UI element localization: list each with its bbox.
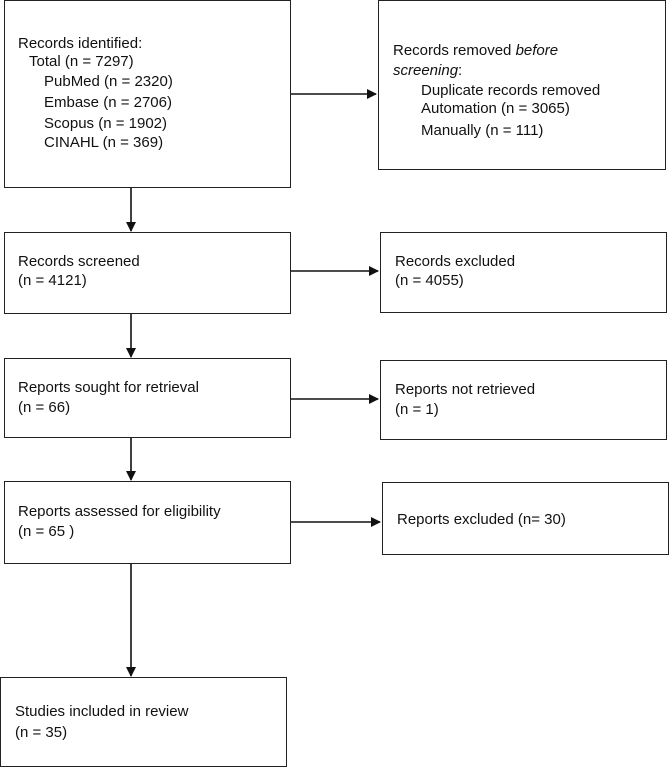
records-removed-heading-line1: Records removed before — [393, 41, 558, 61]
reports-assessed-count: (n = 65 ) — [18, 523, 75, 540]
records-removed-heading-line2: screening: — [393, 61, 462, 81]
studies-included-count: (n = 35) — [15, 724, 68, 741]
reports-sought-label: Reports sought for retrieval — [18, 379, 199, 396]
records-screened-box — [4, 232, 291, 314]
records-identified-box — [4, 0, 291, 188]
records-scopus: Scopus (n = 1902) — [44, 115, 167, 132]
records-removed-before: before — [515, 42, 559, 59]
records-removed-box — [378, 0, 666, 170]
records-removed-prefix: Records removed — [393, 42, 516, 59]
reports-not-retrieved-box — [380, 360, 667, 440]
removed-manually: Manually (n = 111) — [421, 122, 544, 139]
records-excluded-label: Records excluded — [395, 253, 516, 270]
reports-excluded-label: Reports excluded (n= 30) — [397, 511, 566, 528]
records-pubmed: PubMed (n = 2320) — [44, 73, 173, 90]
reports-sought-box — [4, 358, 291, 438]
records-screened-count: (n = 4121) — [18, 272, 87, 289]
records-removed-colon: : — [458, 62, 463, 79]
reports-not-retrieved-label: Reports not retrieved — [395, 381, 536, 398]
reports-excluded-box — [382, 482, 669, 555]
reports-sought-count: (n = 66) — [18, 399, 71, 416]
removed-automation: Automation (n = 3065) — [421, 100, 570, 117]
records-screened-label: Records screened — [18, 253, 140, 270]
records-embase: Embase (n = 2706) — [44, 94, 172, 111]
records-excluded-box — [380, 232, 667, 313]
reports-assessed-label: Reports assessed for eligibility — [18, 503, 221, 520]
reports-assessed-box — [4, 481, 291, 564]
reports-not-retrieved-count: (n = 1) — [395, 401, 439, 418]
records-excluded-count: (n = 4055) — [395, 272, 464, 289]
studies-included-label: Studies included in review — [15, 703, 189, 720]
records-cinahl: CINAHL (n = 369) — [44, 134, 164, 151]
records-identified-heading: Records identified: — [18, 35, 143, 52]
studies-included-box — [0, 677, 287, 767]
duplicate-records-label: Duplicate records removed — [421, 82, 601, 99]
records-removed-screening: screening — [393, 62, 459, 79]
records-total: Total (n = 7297) — [29, 53, 134, 70]
